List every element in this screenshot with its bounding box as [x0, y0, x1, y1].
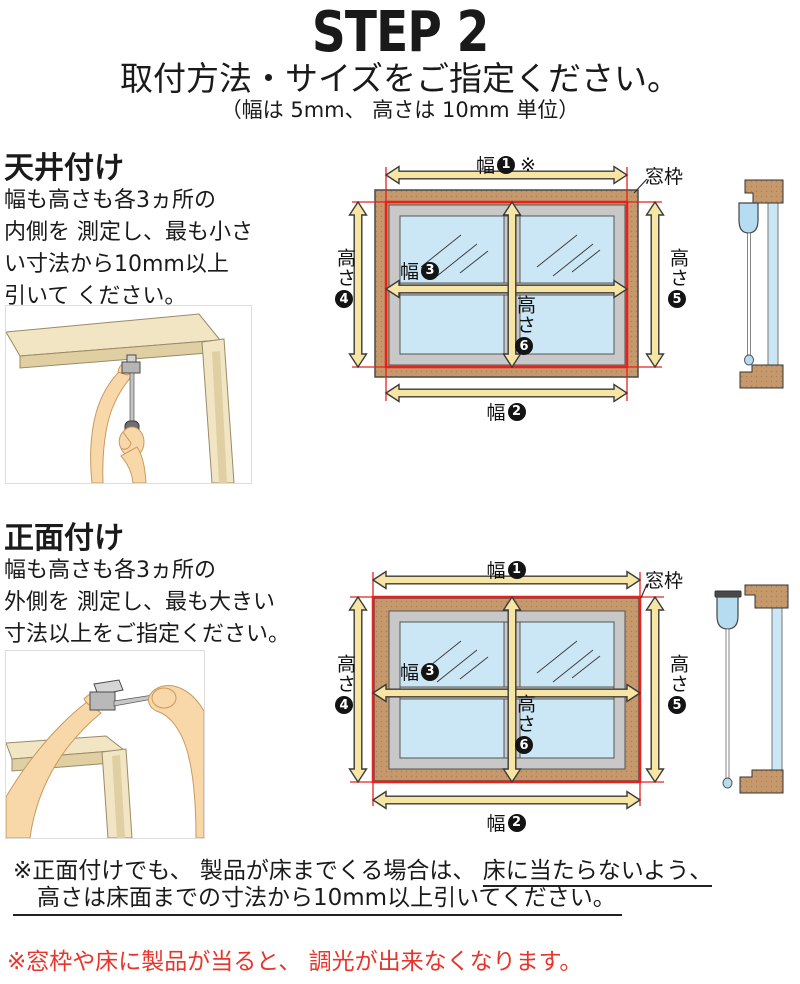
outer-measure-outline — [371, 595, 642, 784]
width3-arrow — [371, 683, 642, 703]
blind-headrail — [716, 596, 739, 630]
note-line-1: ※正面付けでも、 製品が床までくる場合は、 床に当たらないよう、 — [13, 858, 713, 887]
height6-arrow — [502, 200, 522, 369]
width1-arrow — [371, 570, 642, 590]
ceiling-mount-description: 幅も高さも各3ヵ所の 内側を 測定し、最も小さ い寸法から10mm以上 引いて … — [4, 185, 253, 313]
mount-bracket — [714, 590, 742, 598]
blind-cord — [725, 628, 730, 779]
height6-arrow — [502, 595, 522, 784]
floor-clearance-note: ※正面付けでも、 製品が床までくる場合は、 床に当たらないよう、 高さは床面まで… — [13, 858, 713, 916]
width2-arrow — [371, 790, 642, 810]
glass-section — [767, 202, 779, 366]
width1-arrow — [384, 165, 629, 185]
frame-label-leader-line — [633, 178, 648, 194]
blind-cord — [747, 232, 751, 356]
top-frame-section — [744, 179, 784, 204]
top-frame-section — [744, 584, 789, 609]
front-mount-window-diagram — [348, 570, 665, 810]
right-hand — [118, 426, 147, 483]
front-frame-label: 窓枠 — [645, 570, 684, 592]
cord-weight — [722, 777, 733, 789]
height5-arrow — [645, 200, 665, 369]
note-line-2: 高さは床面までの寸法から10mm以上引いてください。 — [13, 885, 712, 916]
page-subtitle: （幅は 5mm、 高さは 10mm 単位） — [220, 98, 580, 122]
front-desc-line: 寸法以上をご指定ください。 — [4, 622, 291, 647]
front-mount-description: 幅も高さも各3ヵ所の 外側を 測定し、最も大きい 寸法以上をご指定ください。 — [4, 555, 290, 651]
front-mount-side-view — [714, 584, 789, 794]
window-frame-corner — [6, 313, 235, 483]
measure-guide-lines — [352, 167, 662, 401]
ceiling-desc-line: 内側を 測定し、最も小さ — [4, 220, 253, 245]
ceiling-frame-label: 窓枠 — [645, 166, 684, 188]
bracket — [89, 679, 124, 711]
front-desc-line: 外側を 測定し、最も大きい — [4, 590, 275, 615]
height5-arrow — [645, 595, 665, 784]
ceiling-desc-line: 引いて ください。 — [4, 284, 187, 309]
step-title: STEP 2 — [0, 0, 800, 65]
width2-arrow — [384, 383, 629, 403]
inner-measure-outline — [384, 200, 629, 369]
bottom-frame-section — [739, 364, 784, 389]
ceiling-mount-side-view — [738, 179, 784, 389]
height4-arrow — [348, 200, 368, 369]
measure-guide-lines — [350, 572, 664, 806]
height4-arrow — [348, 595, 368, 784]
width3-arrow — [384, 279, 629, 299]
ceiling-desc-line: 幅も高さも各3ヵ所の — [4, 188, 216, 213]
frame-label-leader-line — [640, 583, 648, 599]
step-title-text: STEP 2 — [311, 0, 489, 65]
blind-headrail — [738, 202, 759, 234]
front-mount-install-illustration — [5, 650, 205, 839]
page-title: 取付方法・サイズをご指定ください。 — [119, 59, 680, 98]
warning-note-red: ※窓枠や床に製品が当ると、 調光が出来なくなります。 — [7, 949, 583, 975]
bottom-frame-section — [739, 769, 784, 794]
ceiling-mount-install-illustration — [5, 305, 252, 484]
ceiling-desc-line: い寸法から10mm以上 — [4, 252, 229, 277]
glass-section — [771, 607, 783, 771]
cord-weight — [744, 354, 754, 366]
front-desc-line: 幅も高さも各3ヵ所の — [4, 558, 216, 583]
front-mount-heading: 正面付け — [4, 521, 124, 556]
right-hand — [148, 685, 204, 838]
ceiling-mount-window-diagram — [348, 165, 665, 403]
ceiling-mount-heading: 天井付け — [4, 151, 124, 186]
